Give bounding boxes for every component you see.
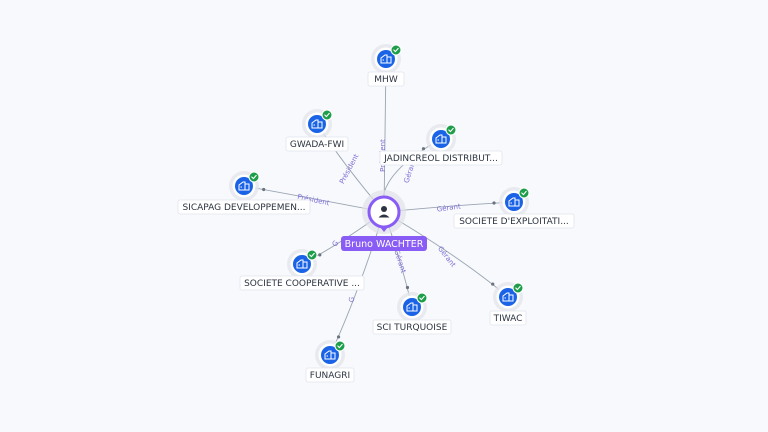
- building-icon: [406, 302, 418, 312]
- company-node-n2[interactable]: JADINCREOL DISTRIBUT...: [379, 124, 503, 166]
- building-icon: [380, 54, 392, 64]
- check-icon: [390, 44, 402, 56]
- check-icon: [306, 249, 318, 261]
- edge-label-n6: G: [331, 239, 341, 248]
- check-icon: [512, 282, 524, 294]
- check-icon: [518, 187, 530, 199]
- company-node-n1[interactable]: MHW: [367, 44, 405, 87]
- building-icon: [508, 197, 520, 207]
- person-icon: [378, 206, 390, 218]
- edge-arrow-n8: [405, 285, 410, 290]
- building-icon: [238, 181, 250, 191]
- center-name-pill: [341, 236, 427, 251]
- node-label-box: [367, 71, 405, 87]
- check-icon: [248, 171, 260, 183]
- company-node-n9[interactable]: FUNAGRI: [305, 340, 355, 383]
- node-label: SOCIETE D'EXPLOITATI...: [459, 217, 569, 227]
- building-icon: [502, 292, 514, 302]
- company-node-n3[interactable]: GWADA-FWI: [285, 109, 349, 152]
- company-node-n8[interactable]: SCI TURQUOISE: [372, 292, 452, 335]
- company-node-n6[interactable]: SOCIETE COOPERATIVE ...: [239, 249, 365, 291]
- node-label-box: [489, 310, 527, 326]
- company-node-n5[interactable]: SOCIETE D'EXPLOITATI...: [453, 187, 575, 229]
- node-label: GWADA-FWI: [290, 140, 344, 150]
- node-label-box: [379, 150, 503, 166]
- center-person-node[interactable]: Bruno WACHTER: [341, 190, 427, 251]
- edge-label-n8: Gérant: [392, 249, 407, 275]
- check-icon: [321, 109, 333, 121]
- center-pointer: [380, 227, 388, 232]
- node-label: SICAPAG DEVELOPPEMEN...: [182, 203, 305, 213]
- company-node-n7[interactable]: TIWAC: [489, 282, 527, 326]
- node-label-box: [177, 199, 311, 215]
- node-label: JADINCREOL DISTRIBUT...: [383, 154, 498, 164]
- check-icon: [334, 340, 346, 352]
- edge-arrow-n6: [318, 253, 322, 257]
- node-label-box: [453, 213, 575, 229]
- node-label-box: [285, 136, 349, 152]
- edge-arrow-n4: [262, 187, 266, 192]
- company-node-n4[interactable]: SICAPAG DEVELOPPEMEN...: [177, 171, 311, 215]
- edge-arrow-n9: [336, 335, 341, 339]
- edge-arrow-n7: [491, 282, 495, 286]
- node-label: FUNAGRI: [310, 371, 350, 381]
- center-name: Bruno WACHTER: [345, 239, 424, 250]
- edge-arrow-n2: [421, 147, 426, 151]
- edge-arrow-n5: [492, 201, 496, 205]
- check-icon: [445, 124, 457, 136]
- node-label-box: [239, 275, 365, 291]
- edge-label-n9: G: [348, 296, 357, 303]
- node-label: TIWAC: [493, 314, 523, 324]
- edge-label-n3: Président: [338, 153, 361, 186]
- building-icon: [311, 119, 323, 129]
- building-icon: [324, 350, 336, 360]
- node-label-box: [305, 367, 355, 383]
- check-icon: [416, 292, 428, 304]
- node-label-box: [372, 319, 452, 335]
- edge-label-n5: Gérant: [436, 202, 461, 213]
- building-icon: [435, 134, 447, 144]
- building-icon: [296, 259, 308, 269]
- nodes-layer: MHW JADINCREOL DISTRIBUT... GWADA-FWI SICAP…: [177, 44, 575, 383]
- node-label: SCI TURQUOISE: [377, 323, 448, 333]
- node-label: MHW: [374, 75, 398, 85]
- node-label: SOCIETE COOPERATIVE ...: [244, 279, 360, 289]
